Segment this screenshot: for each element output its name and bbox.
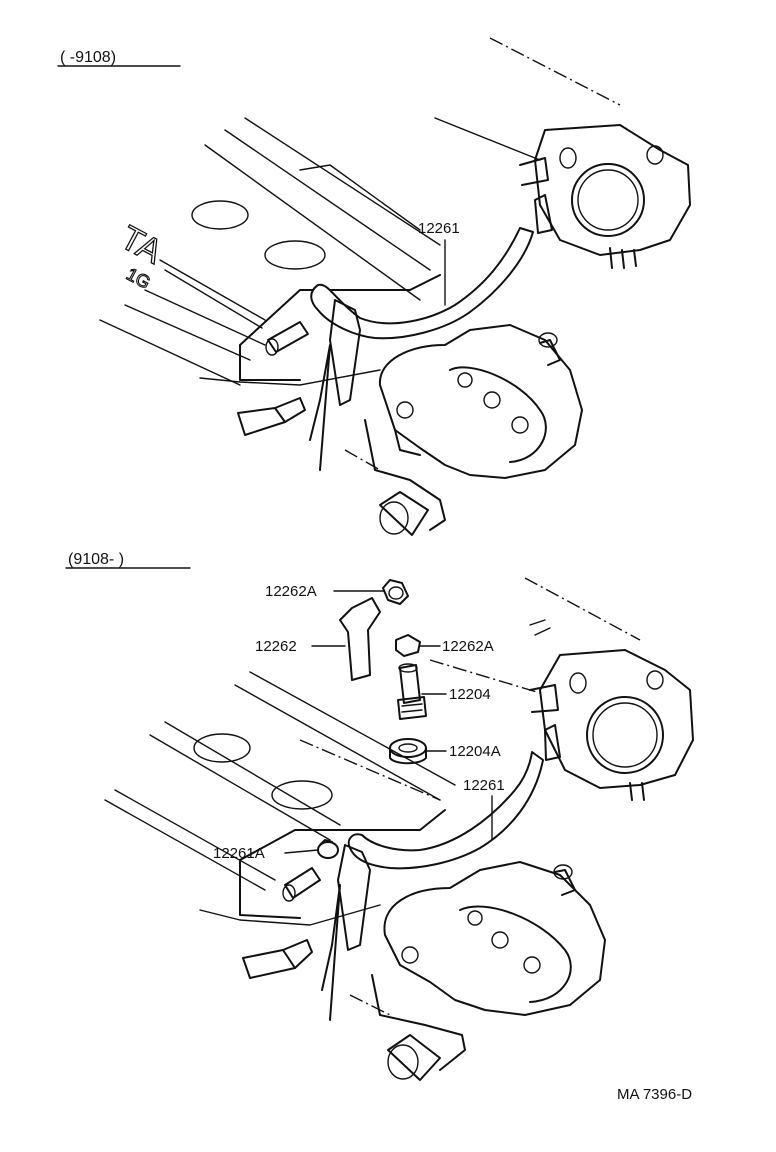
figure-code: MA 7396-D <box>617 1086 692 1103</box>
callout-12204A: 12204A <box>425 743 501 760</box>
callout-label-12261A: 12261A <box>213 845 265 862</box>
callout-label-12262A-upper: 12262A <box>265 583 317 600</box>
callout-label-12262: 12262 <box>255 638 297 655</box>
callout-label-12204: 12204 <box>449 686 491 703</box>
callout-label-12261-top: 12261 <box>418 220 460 237</box>
hose-12261-top <box>310 227 534 340</box>
callout-12262A-upper: 12262A <box>265 583 385 600</box>
callout-label-12261-bottom: 12261 <box>463 777 505 794</box>
bracket-outlet-bottom <box>321 844 466 1081</box>
callout-label-12204A: 12204A <box>449 743 501 760</box>
callout-12262A-lower: 12262A <box>419 638 494 655</box>
callout-12261A: 12261A <box>213 845 319 862</box>
section-top: ( -9108) TA 1G <box>57 37 691 536</box>
engine-head-cover-top: TA 1G <box>99 117 441 436</box>
clamp-12261A <box>317 839 339 859</box>
section-bottom: (9108- ) <box>65 551 694 1081</box>
hose-12261-bottom <box>347 751 544 870</box>
callout-12262: 12262 <box>255 638 346 655</box>
distributor-top <box>378 324 583 479</box>
distributor-bottom <box>383 861 606 1016</box>
throttle-body-top <box>434 37 691 269</box>
section-bottom-range: (9108- ) <box>68 551 124 568</box>
pcv-parts <box>339 579 427 765</box>
callout-12204: 12204 <box>421 686 491 703</box>
callout-12261-bottom: 12261 <box>463 777 505 841</box>
callout-label-12262A-lower: 12262A <box>442 638 494 655</box>
engine-head-cover-bottom <box>104 671 456 979</box>
throttle-body-bottom <box>429 577 694 801</box>
section-top-range: ( -9108) <box>60 49 116 66</box>
bracket-outlet-top <box>309 299 446 536</box>
callout-12261-top: 12261 <box>418 220 460 306</box>
cover-lettering: TA <box>114 219 168 272</box>
